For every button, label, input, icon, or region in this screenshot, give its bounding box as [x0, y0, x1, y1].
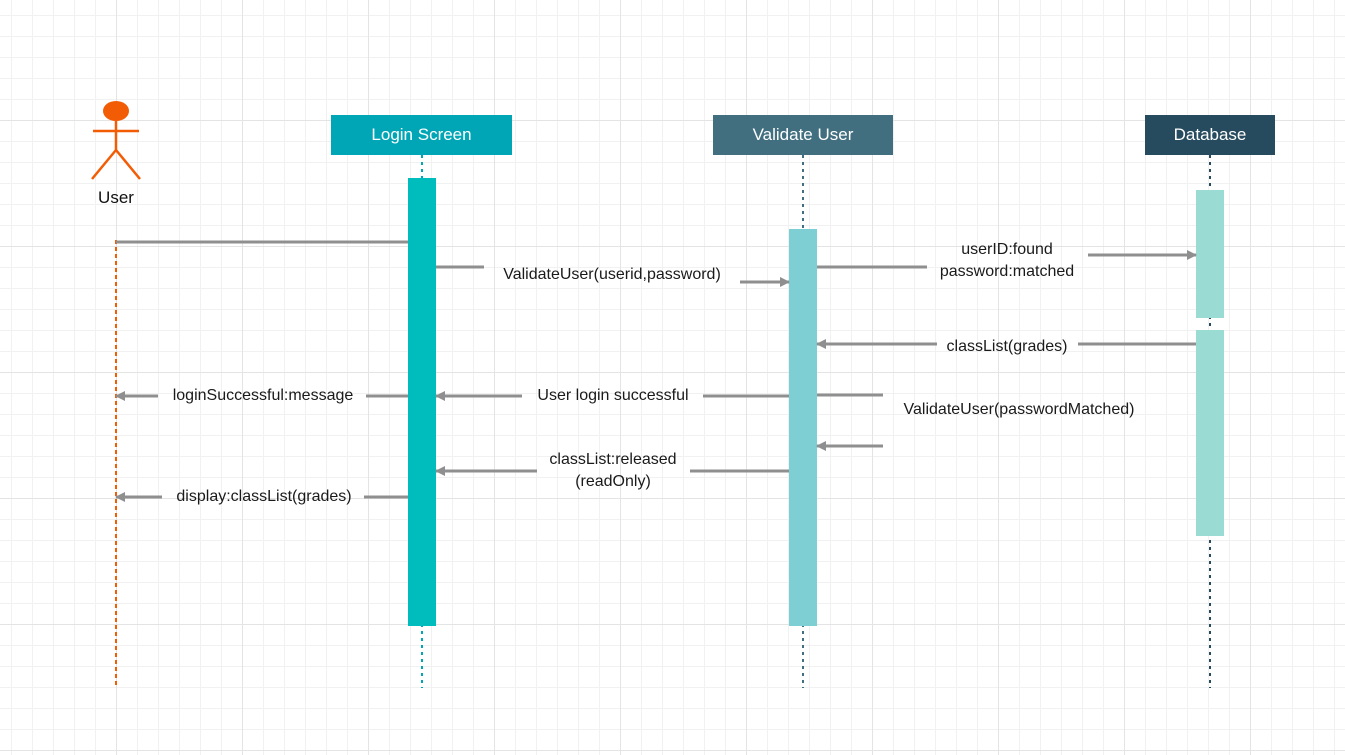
message-text: password:matched	[939, 263, 1075, 280]
database-activation-2[interactable]	[1196, 330, 1224, 536]
user-actor-label: User	[98, 188, 134, 207]
message-label-login-successful-message[interactable]: loginSuccessful:message	[155, 385, 371, 407]
message-text: classList(grades)	[946, 338, 1068, 355]
message-label-user-login-successful[interactable]: User login successful	[517, 385, 709, 407]
message-label-validate-password-matched[interactable]: ValidateUser(passwordMatched)	[880, 399, 1158, 421]
database-activation-1[interactable]	[1196, 190, 1224, 318]
message-label-validate-user-credentials[interactable]: ValidateUser(userid,password)	[484, 264, 740, 286]
message-label-display-class-list[interactable]: display:classList(grades)	[160, 486, 368, 508]
message-text: (readOnly)	[575, 473, 651, 490]
login-screen-activation[interactable]	[408, 178, 436, 626]
message-text: User login successful	[537, 387, 689, 404]
participant-validate-user[interactable]: Validate User	[713, 115, 893, 155]
message-text: loginSuccessful:message	[172, 387, 354, 404]
user-actor-icon[interactable]	[91, 101, 141, 180]
message-text: classList:released	[549, 451, 677, 468]
message-label-class-list-released[interactable]: classList:released (readOnly)	[532, 449, 694, 493]
message-text: display:classList(grades)	[176, 488, 352, 505]
participant-login-screen[interactable]: Login Screen	[331, 115, 512, 155]
message-text: ValidateUser(passwordMatched)	[903, 401, 1135, 418]
message-text: userID:found	[961, 241, 1053, 258]
message-label-class-list-grades[interactable]: classList(grades)	[932, 336, 1082, 358]
message-label-user-found-password-matched[interactable]: userID:found password:matched	[922, 239, 1092, 283]
participant-database[interactable]: Database	[1145, 115, 1275, 155]
validate-user-activation[interactable]	[789, 229, 817, 626]
message-text: ValidateUser(userid,password)	[503, 266, 721, 283]
